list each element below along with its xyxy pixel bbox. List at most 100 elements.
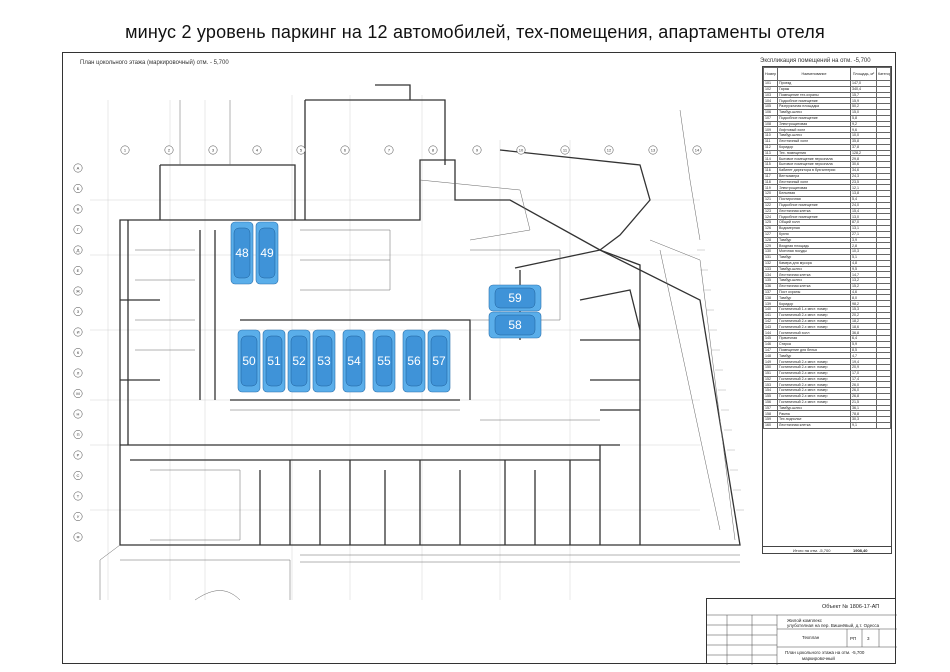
axis-label: 6 xyxy=(344,148,347,153)
axis-label: Л xyxy=(77,371,80,376)
parking-spot-label: 52 xyxy=(292,354,306,368)
axis-marker-row: Н xyxy=(73,409,83,419)
room-category xyxy=(876,242,891,250)
parking-spot-51: 51 xyxy=(262,329,286,393)
axis-label: 3 xyxy=(212,148,215,153)
car-icon xyxy=(315,335,333,387)
header-name: Наименование xyxy=(777,67,851,81)
axis-marker-row: П xyxy=(73,430,83,439)
car-icon xyxy=(430,335,448,387)
parking-spot-49: 49 xyxy=(255,221,279,285)
axis-label: К xyxy=(77,350,80,355)
parking-spot-label: 56 xyxy=(407,354,421,368)
axis-label: 14 xyxy=(695,148,700,153)
axis-label: И xyxy=(77,330,80,335)
parking-spot-48: 48 xyxy=(230,221,254,285)
axis-marker-col: 5 xyxy=(296,145,306,155)
axis-label: Т xyxy=(77,494,80,499)
car-icon xyxy=(405,335,423,387)
room-category xyxy=(876,207,891,215)
drawing-sheet xyxy=(62,52,896,664)
axis-label: 4 xyxy=(256,148,259,153)
axis-label: Р xyxy=(77,453,80,458)
axis-marker-col: 14 xyxy=(692,145,702,155)
stamp-sheet-no: 3 xyxy=(867,636,870,641)
parking-spot-56: 56 xyxy=(402,329,426,393)
parking-spot-50: 50 xyxy=(237,329,261,393)
car-icon xyxy=(258,227,276,279)
axis-marker-col: 3 xyxy=(208,145,218,155)
parking-spot-label: 57 xyxy=(432,354,446,368)
header-category: Категория помещения xyxy=(876,67,891,81)
car-icon xyxy=(494,287,536,309)
car-icon xyxy=(375,335,393,387)
parking-spot-label: 48 xyxy=(235,246,249,260)
axis-marker-row: З xyxy=(73,307,83,316)
room-category xyxy=(876,161,891,168)
axis-marker-row: Б xyxy=(73,184,83,193)
axis-label: П xyxy=(77,432,80,437)
room-category xyxy=(876,166,891,174)
title-block-grid xyxy=(707,614,897,665)
parking-spot-54: 54 xyxy=(342,329,366,393)
axis-marker-row: М xyxy=(73,389,83,398)
axis-label: Б xyxy=(77,186,80,191)
room-category xyxy=(876,178,891,186)
parking-spot-label: 50 xyxy=(242,354,256,368)
header-area: Площадь, м² xyxy=(850,67,877,81)
car-icon xyxy=(233,227,251,279)
parking-spot-59: 59 xyxy=(488,284,542,312)
axis-label: Ж xyxy=(76,289,80,294)
room-category xyxy=(876,230,891,238)
explication-header-row: Номер помещения Наименование Площадь, м²… xyxy=(763,67,891,81)
parking-spot-57: 57 xyxy=(427,329,451,393)
axis-marker-row: Ж xyxy=(73,286,83,296)
axis-label: Ф xyxy=(76,535,79,540)
plan-caption: План цокольного этажа (маркировочный) от… xyxy=(80,60,229,66)
axis-marker-row: Р xyxy=(73,450,83,460)
axis-marker-col: 11 xyxy=(560,145,570,155)
car-icon xyxy=(494,314,536,336)
title-block: Объект № 1806-17-АП Жилой комплекс улубо… xyxy=(706,598,897,665)
axis-label: Г xyxy=(77,227,80,232)
parking-spot-label: 49 xyxy=(260,246,274,260)
plan-thin-lines xyxy=(99,100,740,601)
parking-spot-label: 51 xyxy=(267,354,281,368)
axis-label: 2 xyxy=(168,148,171,153)
axis-label: 7 xyxy=(388,148,391,153)
car-icon xyxy=(345,335,363,387)
ramp-hatching xyxy=(697,249,744,511)
axis-label: 9 xyxy=(476,148,479,153)
total-value: 1908,40 xyxy=(853,548,868,553)
axis-marker-row: В xyxy=(73,204,83,214)
parking-spot-55: 55 xyxy=(372,329,396,393)
axis-label: М xyxy=(76,391,79,396)
explication-title: Экспликация помещений на отм. -5,700 xyxy=(760,58,871,64)
page-title: минус 2 уровень паркинг на 12 автомобиле… xyxy=(125,22,825,42)
axis-marker-col: 10 xyxy=(516,145,526,155)
axis-marker-row: Е xyxy=(73,266,83,275)
axis-label: Н xyxy=(77,412,80,417)
parking-spot-label: 53 xyxy=(317,354,331,368)
axis-label: 13 xyxy=(651,148,656,153)
room-category xyxy=(876,190,891,197)
car-icon xyxy=(265,335,283,387)
stamp-stage: РП xyxy=(850,636,857,641)
parking-spot-58: 58 xyxy=(488,311,542,339)
axis-marker-row: К xyxy=(73,348,83,357)
room-category xyxy=(876,149,891,157)
axis-marker-col: 7 xyxy=(384,145,394,155)
room-category xyxy=(876,224,891,232)
room-category xyxy=(876,132,891,139)
